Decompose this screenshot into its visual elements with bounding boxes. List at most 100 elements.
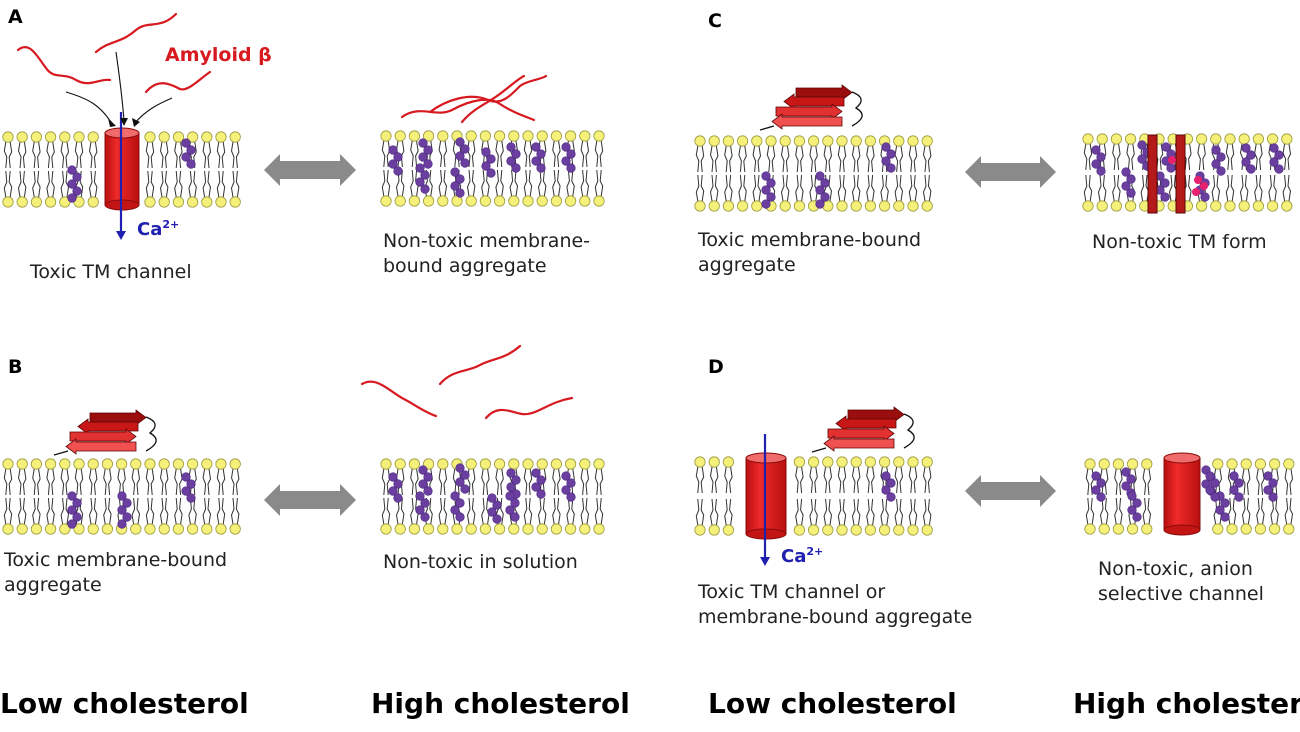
lipid-tail	[837, 174, 842, 202]
lipid-head	[493, 523, 506, 535]
cholesterol-ring	[455, 463, 465, 473]
lipid-tail	[108, 497, 112, 525]
amyloid-strand-5	[428, 74, 548, 114]
sheet-loop	[851, 91, 863, 127]
cholesterol-ring	[1132, 512, 1142, 522]
lipid-tail	[885, 498, 889, 526]
lipid-tail	[471, 468, 476, 496]
lipid-tail	[37, 170, 41, 198]
lipid-head	[893, 135, 905, 147]
cholesterol-ring	[415, 163, 425, 173]
cholesterol-ring	[455, 498, 465, 508]
cholesterol-ring	[415, 177, 425, 187]
lipid-head	[1269, 458, 1281, 470]
lipid-head	[751, 200, 763, 212]
lipid-head	[1098, 458, 1110, 470]
cholesterol-ring	[536, 489, 546, 499]
lipid-tail	[235, 141, 240, 169]
lipid-tail	[159, 141, 164, 169]
lipid-tail	[202, 497, 207, 525]
beta-strand-arrow	[783, 93, 845, 110]
cholesterol-ring	[820, 192, 830, 202]
cholesterol-molecule	[1241, 143, 1256, 174]
lipid-head	[1196, 200, 1208, 212]
lipid-tail	[1119, 468, 1123, 496]
cholesterol-ring	[492, 514, 502, 524]
cholesterol-ring	[1229, 471, 1239, 481]
lipid-head	[493, 458, 506, 470]
calcium-label-a: Ca2+	[137, 218, 180, 240]
lipid-tail	[571, 497, 575, 525]
lipid-tail	[174, 141, 178, 169]
lipid-head	[479, 458, 491, 470]
lipid-tail	[552, 169, 556, 197]
lipid-tail	[1225, 143, 1230, 171]
lipid-tail	[22, 170, 27, 198]
lipid-head	[836, 200, 848, 212]
lipid-tail	[221, 468, 226, 496]
lipid-head	[408, 130, 420, 142]
cholesterol-ring	[1126, 474, 1136, 484]
lipid-head	[893, 456, 905, 468]
cholesterol-ring	[1200, 192, 1210, 202]
lipid-head	[1110, 133, 1123, 145]
caption-b-right: Non-toxic in solution	[383, 551, 578, 573]
lipid-tail	[410, 140, 414, 168]
lipid-head	[187, 458, 199, 470]
lipid-head	[2, 196, 14, 208]
lipid-tail	[438, 169, 443, 197]
cholesterol-ring	[1229, 485, 1239, 495]
cholesterol-ring	[1274, 150, 1284, 160]
lipid-tail	[528, 169, 533, 197]
lipid-tail	[927, 174, 932, 202]
lipid-tail	[528, 468, 533, 496]
lipid-tail	[1244, 174, 1249, 202]
lipid-tail	[79, 141, 84, 169]
cholesterol-ring	[181, 486, 191, 496]
cholesterol-ring	[1210, 478, 1220, 488]
lipid-tail	[415, 140, 419, 168]
cholesterol-molecule	[181, 472, 196, 503]
cholesterol-ring	[815, 185, 825, 195]
lipid-tail	[65, 141, 70, 169]
cholesterol-ring	[761, 185, 771, 195]
lipid-tail	[51, 468, 55, 496]
lipid-tail	[1230, 143, 1235, 171]
lipid-tail	[438, 140, 443, 168]
lipid-head	[579, 130, 591, 142]
cholesterol-ring	[455, 174, 465, 184]
lipid-tail	[1282, 143, 1287, 171]
lipid-tail	[537, 497, 542, 525]
lipid-head	[564, 458, 577, 470]
lipid-tail	[179, 141, 183, 169]
lipid-tail	[809, 174, 813, 202]
lipid-head	[1141, 458, 1153, 470]
lipid-tail	[528, 497, 533, 525]
lipid-tail	[842, 466, 847, 494]
lipid-tail	[724, 174, 728, 202]
lipid-tail	[1282, 174, 1287, 202]
cholesterol-molecule	[881, 471, 896, 502]
sheet-tail	[811, 447, 827, 453]
lipid-head	[408, 458, 420, 470]
lipid-tail	[145, 170, 150, 198]
lipid-head	[437, 130, 449, 142]
lipid-head	[850, 524, 862, 536]
lipid-tail	[1088, 174, 1093, 202]
lipid-tail	[3, 497, 8, 525]
lipid-tail	[235, 497, 240, 525]
cholesterol-ring	[1160, 178, 1170, 188]
lipid-tail	[1211, 174, 1216, 202]
lipid-head	[694, 524, 706, 536]
lipid-head	[229, 458, 241, 470]
lipid-head	[144, 196, 156, 208]
lipid-tail	[594, 169, 599, 197]
amyloid-strand-8	[438, 344, 522, 386]
lipid-head	[437, 195, 449, 207]
cholesterol-ring	[423, 486, 433, 496]
lipid-head	[1210, 200, 1222, 212]
lipid-tail	[22, 141, 27, 169]
lipid-tail	[60, 141, 65, 169]
cholesterol-ring	[455, 477, 465, 487]
lipid-tail	[230, 141, 235, 169]
